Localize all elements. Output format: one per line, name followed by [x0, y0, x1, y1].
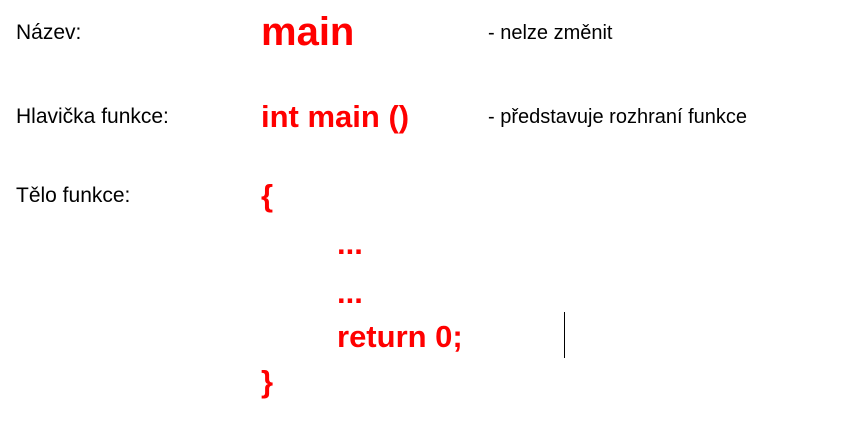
body-ellipsis-1: ...	[337, 226, 363, 261]
return-statement: return 0;	[337, 319, 463, 354]
text-cursor	[564, 312, 565, 358]
function-header-value: int main ()	[261, 99, 410, 134]
body-ellipsis-2: ...	[337, 275, 363, 310]
name-label: Název:	[16, 21, 82, 44]
function-name-value: main	[261, 10, 355, 54]
body-label: Tělo funkce:	[16, 184, 131, 207]
header-note: - představuje rozhraní funkce	[488, 106, 748, 128]
header-label: Hlavička funkce:	[16, 105, 169, 128]
open-brace: {	[261, 178, 274, 213]
close-brace: }	[261, 364, 274, 399]
name-note: - nelze změnit	[488, 22, 613, 44]
